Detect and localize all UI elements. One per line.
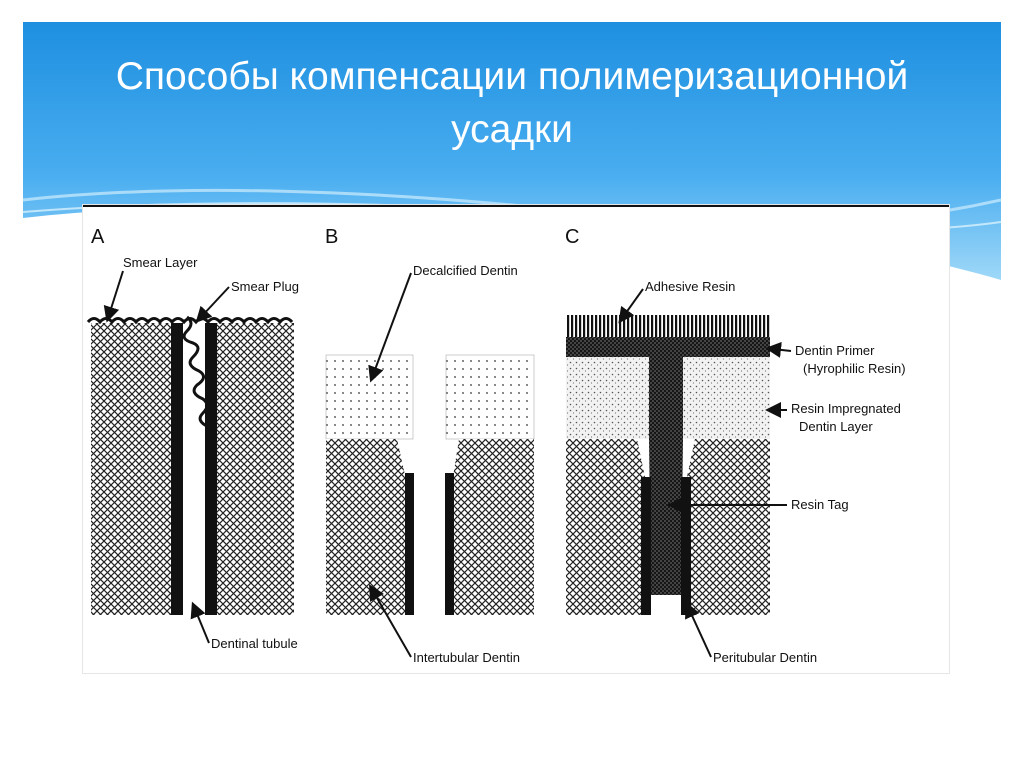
- smear-layer-label: Smear Layer: [123, 255, 198, 270]
- panel-b-letter: B: [325, 226, 338, 248]
- title-line-1: Способы компенсации полимеризационной: [115, 55, 909, 98]
- panel-c-peritubular-left: [641, 477, 651, 615]
- decalcified-dentin-label: Decalcified Dentin: [413, 263, 518, 278]
- resin-impregnated-label: Resin Impregnated: [791, 401, 901, 416]
- panel-b-peritubular-right: [445, 473, 454, 615]
- panel-a-letter: A: [91, 226, 105, 248]
- adhesive-resin-layer: [566, 315, 770, 337]
- intertubular-dentin-label: Intertubular Dentin: [413, 650, 520, 665]
- smear-plug-shape: [182, 315, 214, 441]
- panel-a-dentin-left: [91, 323, 171, 615]
- panel-b-dentin-left: [326, 439, 405, 615]
- panel-a-tubule-wall-left: [171, 323, 183, 615]
- peritubular-dentin-label: Peritubular Dentin: [713, 650, 817, 665]
- panel-b-decalcified-left: [325, 354, 414, 440]
- dentin-layer-label: Dentin Layer: [799, 419, 873, 434]
- panel-c-dentin-right: [687, 439, 770, 615]
- dentin-bonding-figure: A Smear Layer Smear Plug Dentinal tubule…: [83, 205, 949, 673]
- dentin-primer-label: Dentin Primer: [795, 343, 875, 358]
- panel-b-decalcified-right: [445, 354, 535, 440]
- adhesive-resin-label: Adhesive Resin: [645, 279, 735, 294]
- slide-title: Способы компенсации полимеризационной ус…: [23, 50, 1001, 156]
- panel-c-peritubular-right: [681, 477, 691, 615]
- figure-drawing: A Smear Layer Smear Plug Dentinal tubule…: [83, 205, 949, 665]
- smear-plug-label: Smear Plug: [231, 279, 299, 294]
- panel-c-letter: C: [565, 226, 579, 248]
- hydrophilic-resin-label: (Hyrophilic Resin): [803, 361, 906, 376]
- panel-b-dentin-right: [453, 439, 534, 615]
- dentinal-tubule-label: Dentinal tubule: [211, 636, 298, 651]
- panel-a-tubule-wall-right: [205, 323, 217, 615]
- resin-tag-label: Resin Tag: [791, 497, 849, 512]
- resin-tag-shape: [649, 337, 683, 595]
- panel-b-peritubular-left: [405, 473, 414, 615]
- panel-a-dentin-right: [217, 323, 294, 615]
- panel-c-dentin-left: [566, 439, 645, 615]
- title-line-2: усадки: [451, 108, 573, 151]
